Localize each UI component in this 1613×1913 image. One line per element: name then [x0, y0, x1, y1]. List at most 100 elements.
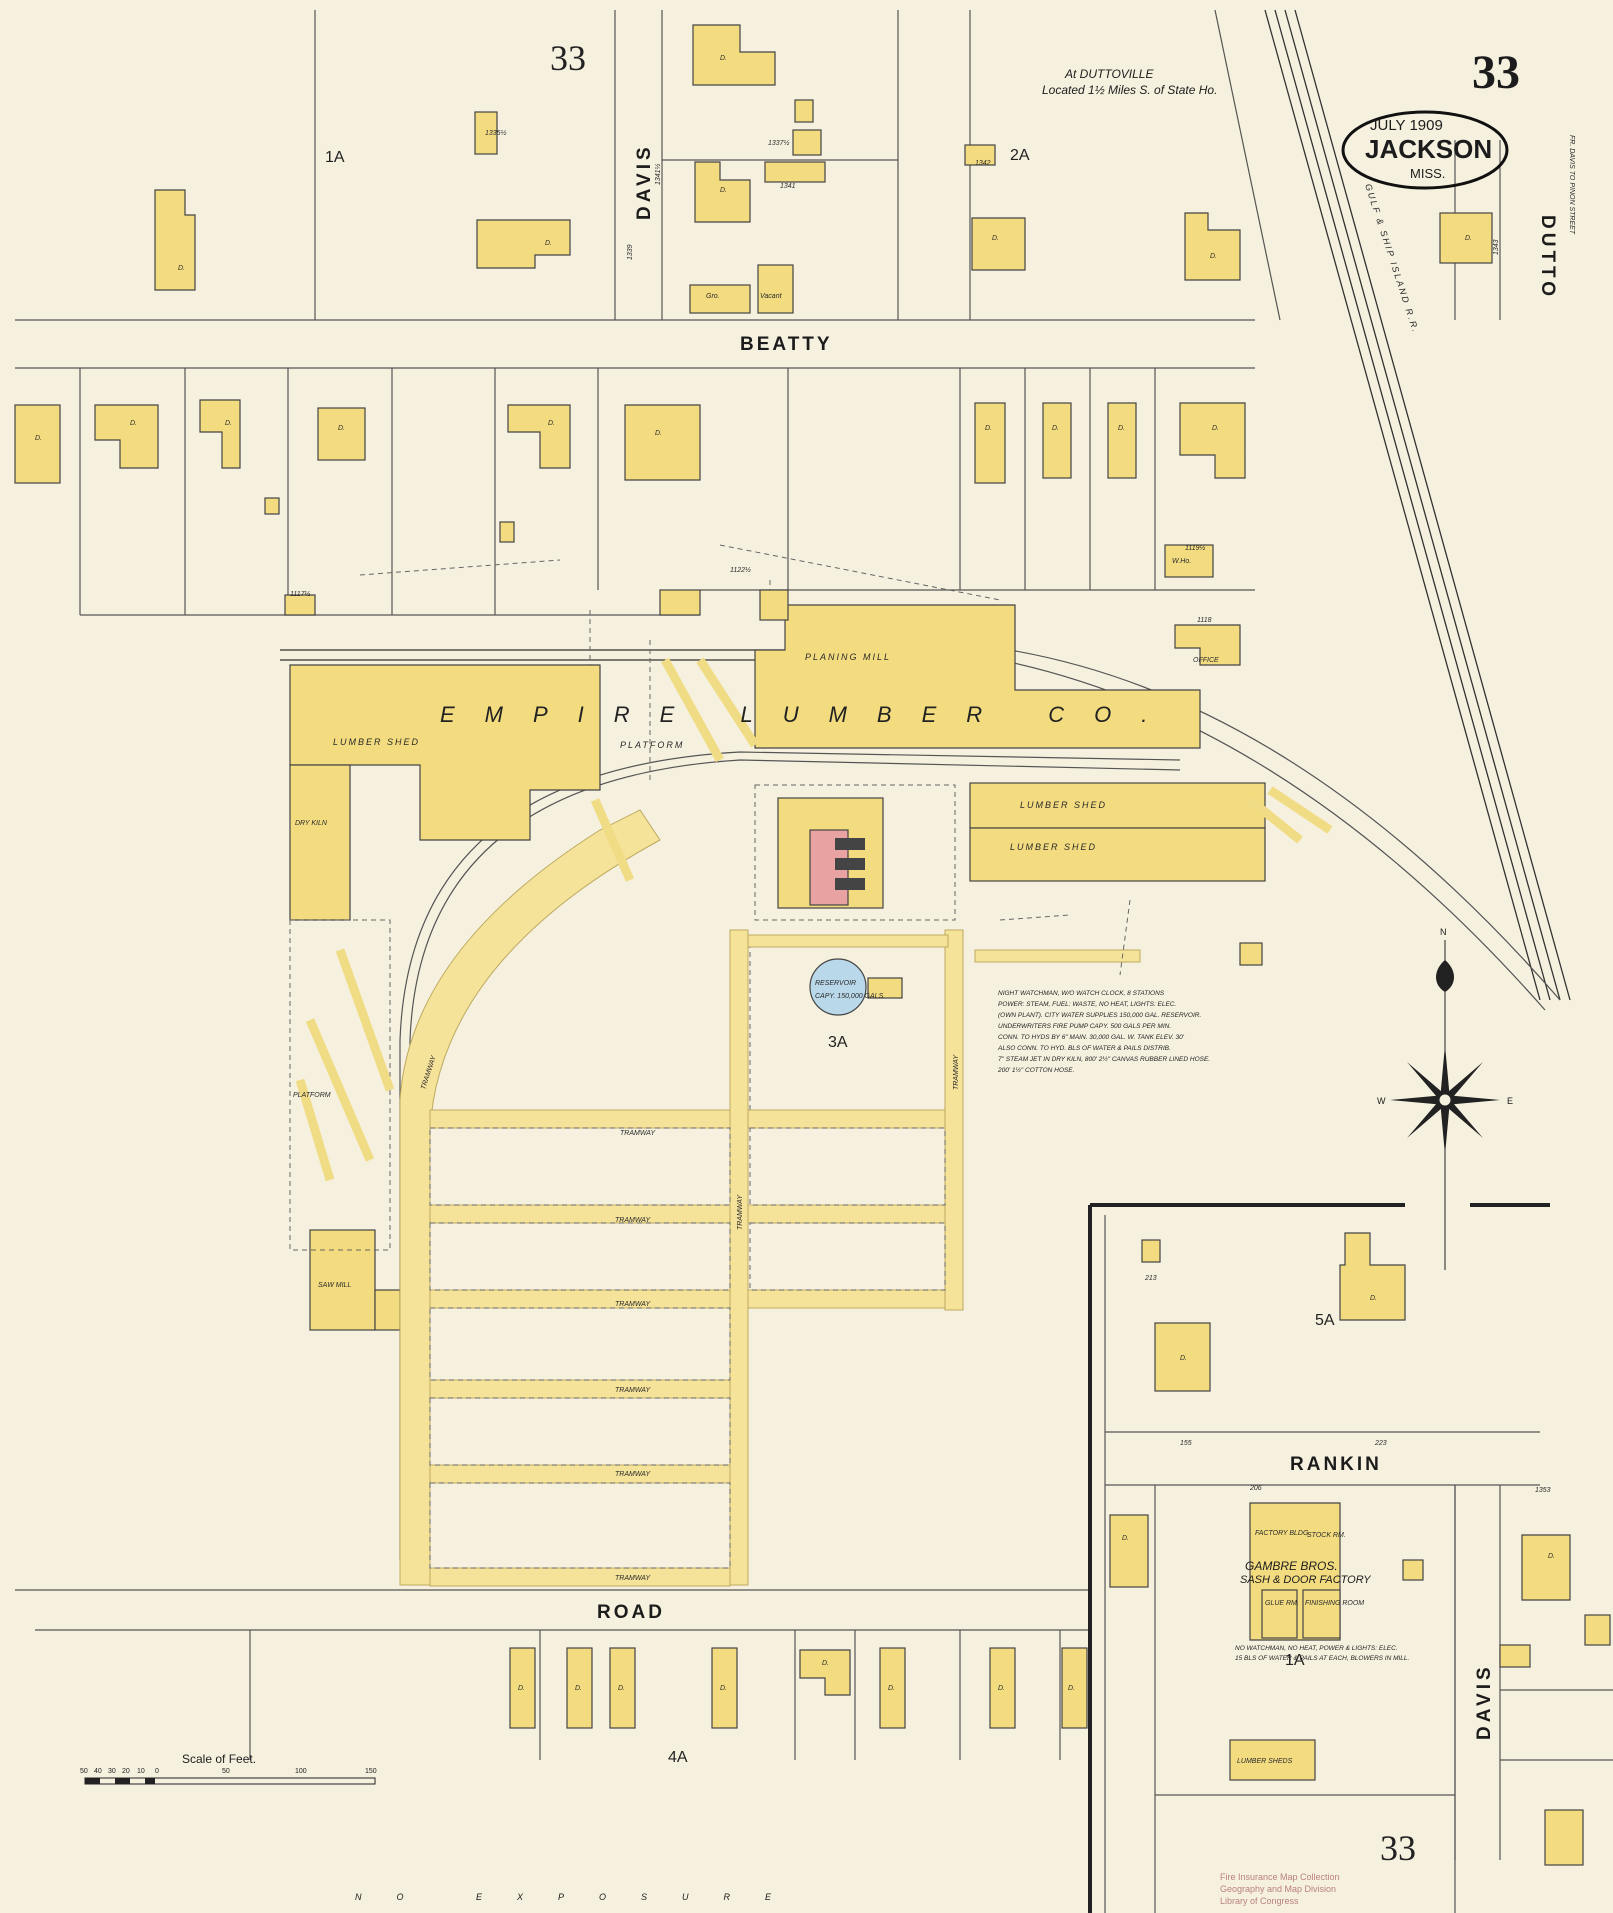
svg-text:10: 10	[137, 1768, 145, 1775]
svg-text:1341½: 1341½	[654, 163, 662, 185]
tramway-label-6: TRAMWAY	[615, 1575, 651, 1582]
svg-text:D.: D.	[1465, 235, 1472, 242]
stock-room-label: STOCK RM.	[1307, 1532, 1346, 1539]
street-davis-bottom: DAVIS	[1474, 1663, 1495, 1740]
dry-kiln	[289, 764, 351, 921]
svg-text:D.: D.	[998, 1685, 1005, 1692]
factory-subtitle: SASH & DOOR FACTORY	[1240, 1574, 1371, 1586]
block-1a-south: 1A	[1285, 1652, 1305, 1669]
compass-n: N	[1440, 927, 1447, 937]
svg-text:D.: D.	[225, 420, 232, 427]
company-name: EMPIRE LUMBER CO.	[440, 702, 1177, 727]
label-lumber-shed-2: LUMBER SHED	[1020, 800, 1107, 810]
svg-text:D.: D.	[720, 1685, 727, 1692]
street-dutto: DUTTO	[1537, 215, 1558, 300]
svg-text:D.: D.	[130, 420, 137, 427]
svg-text:Library of Congress: Library of Congress	[1220, 1896, 1299, 1906]
svg-text:D.: D.	[655, 430, 662, 437]
w-ho-building	[1164, 544, 1214, 578]
scale-bar: Scale of Feet. 50 40 30 20 10 0 50 100 1…	[80, 1752, 377, 1785]
railroad-tracks	[280, 9, 1571, 1560]
svg-text:1342: 1342	[975, 160, 991, 167]
svg-text:150: 150	[365, 1768, 377, 1775]
svg-text:213: 213	[1144, 1275, 1157, 1282]
planing-mill	[754, 604, 1201, 749]
svg-text:(OWN PLANT). CITY WATER SUPPLI: (OWN PLANT). CITY WATER SUPPLIES 150,000…	[998, 1012, 1201, 1019]
svg-text:D.: D.	[720, 187, 727, 194]
compass-rose: N W E	[1377, 927, 1513, 1270]
svg-text:CONN. TO HYDS BY 6" MAIN. 30,0: CONN. TO HYDS BY 6" MAIN. 30,000 GAL. W.…	[998, 1034, 1185, 1041]
label-planing-mill: PLANING MILL	[805, 652, 891, 662]
svg-text:D.: D.	[1122, 1535, 1129, 1542]
lumber-co-notes: NIGHT WATCHMAN, W/O WATCH CLOCK, 8 STATI…	[997, 990, 1210, 1074]
tramway	[399, 809, 661, 1586]
svg-text:D.: D.	[985, 425, 992, 432]
svg-text:155: 155	[1180, 1440, 1192, 1447]
boiler-3	[835, 878, 865, 890]
locality-note: Located 1½ Miles S. of State Ho.	[1042, 83, 1217, 97]
svg-text:100: 100	[295, 1768, 307, 1775]
label-saw-mill: SAW MILL	[318, 1282, 351, 1289]
label-lumber-shed: LUMBER SHED	[333, 737, 420, 747]
label-reservoir: RESERVOIR	[815, 980, 856, 987]
label-w-ho: W.Ho.	[1172, 558, 1191, 565]
title-block: 33 JULY 1909 JACKSON MISS. At DUTTOVILLE…	[550, 38, 1520, 1868]
svg-text:1335½: 1335½	[485, 129, 507, 137]
svg-text:Geography and Map Division: Geography and Map Division	[1220, 1884, 1336, 1894]
svg-text:1337½: 1337½	[768, 139, 790, 147]
boiler-1	[835, 838, 865, 850]
factory-note-1: NO WATCHMAN, NO HEAT, POWER & LIGHTS: EL…	[1235, 1645, 1398, 1652]
no-exposure: NO EXPOSURE	[355, 1892, 806, 1902]
saw-mill	[309, 1229, 376, 1331]
svg-text:1343: 1343	[1493, 239, 1500, 255]
svg-text:UNDERWRITERS FIRE PUMP CAPY. 5: UNDERWRITERS FIRE PUMP CAPY. 500 GALS PE…	[998, 1023, 1171, 1030]
svg-text:D.: D.	[545, 240, 552, 247]
svg-text:0: 0	[155, 1768, 159, 1775]
corner-number-top: 33	[550, 38, 586, 78]
svg-text:D.: D.	[35, 435, 42, 442]
svg-text:1341: 1341	[780, 183, 796, 190]
svg-text:NIGHT WATCHMAN, W/O WATCH CLOC: NIGHT WATCHMAN, W/O WATCH CLOCK, 8 STATI…	[998, 990, 1165, 997]
office-building	[1174, 624, 1241, 666]
svg-text:1117½: 1117½	[290, 590, 311, 598]
buildings-south	[14, 399, 1246, 621]
tramway-label-5: TRAMWAY	[615, 1471, 651, 1478]
dutto-note: FR. DAVIS TO PINON STREET	[1568, 135, 1575, 235]
compass-e: E	[1507, 1096, 1513, 1106]
street-davis-top: DAVIS	[634, 143, 655, 220]
svg-text:D.: D.	[548, 420, 555, 427]
lumber-shed-east-2	[969, 827, 1266, 882]
street-road: ROAD	[597, 1602, 665, 1623]
svg-text:D.: D.	[1210, 253, 1217, 260]
svg-text:POWER: STEAM, FUEL: WASTE, NO: POWER: STEAM, FUEL: WASTE, NO HEAT, LIGH…	[998, 1001, 1176, 1008]
svg-text:D.: D.	[178, 265, 185, 272]
svg-text:206: 206	[1249, 1485, 1262, 1492]
map-date: JULY 1909	[1370, 117, 1443, 134]
svg-text:D.: D.	[1118, 425, 1125, 432]
factory-note-2: 15 BLS OF WATER & PAILS AT EACH, BLOWERS…	[1235, 1655, 1410, 1662]
buildings-north	[154, 24, 1493, 314]
vacant-label: Vacant	[760, 293, 783, 300]
block-4a: 4A	[668, 1749, 688, 1766]
corner-number-bottom: 33	[1380, 1828, 1416, 1868]
tramway-label-1: TRAMWAY	[620, 1130, 656, 1137]
svg-text:D.: D.	[575, 1685, 582, 1692]
label-lumber-shed-3: LUMBER SHED	[1010, 842, 1097, 852]
reservoir	[809, 958, 867, 1016]
svg-text:1339: 1339	[627, 244, 634, 260]
svg-text:D.: D.	[1068, 1685, 1075, 1692]
collection-credit: Fire Insurance Map Collection Geography …	[1220, 1872, 1340, 1906]
lumber-pile-stripes	[295, 657, 1333, 1182]
glue-room-label: GLUE RM.	[1265, 1600, 1299, 1607]
svg-text:ALSO CONN. TO HYD. BLS OF WATE: ALSO CONN. TO HYD. BLS OF WATER & PAILS …	[997, 1045, 1171, 1052]
block-3a: 3A	[828, 1034, 848, 1051]
label-office: OFFICE	[1193, 657, 1219, 664]
svg-text:7" STEAM JET IN DRY KILN, 800': 7" STEAM JET IN DRY KILN, 800' 2½" CANVA…	[998, 1055, 1210, 1063]
finishing-room-label: FINISHING ROOM	[1305, 1600, 1364, 1607]
svg-text:D.: D.	[720, 55, 727, 62]
scale-label: Scale of Feet.	[182, 1752, 256, 1766]
svg-text:40: 40	[94, 1768, 102, 1775]
boiler-2	[835, 858, 865, 870]
svg-text:D.: D.	[1180, 1355, 1187, 1362]
